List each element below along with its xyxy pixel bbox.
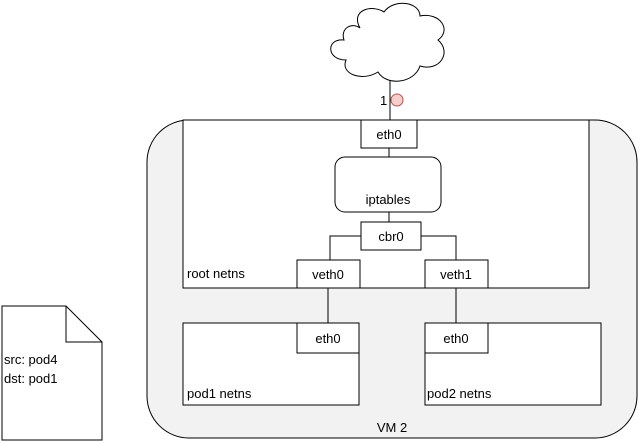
cloud-icon: [330, 2, 445, 82]
packet-marker: [390, 93, 404, 107]
cbr0-box: [360, 221, 422, 251]
veth1-label: veth1: [440, 267, 472, 282]
pod2-eth0-label: eth0: [443, 331, 468, 346]
iptables-label: iptables: [366, 192, 411, 207]
root-netns-label: root netns: [187, 266, 245, 281]
cbr0-veth0-line: [329, 235, 361, 260]
pod1-eth0-label: eth0: [315, 331, 340, 346]
packet-marker-label: 1: [380, 93, 387, 108]
packet-dst-label: dst: pod1: [4, 371, 58, 386]
pod1-netns-label: pod1 netns: [187, 386, 252, 401]
veth1-box: [424, 259, 489, 289]
pod2-netns-label: pod2 netns: [427, 386, 492, 401]
pod2-eth0-box: [424, 322, 489, 354]
veth0-label: veth0: [312, 267, 344, 282]
iptables-box: [334, 156, 442, 213]
packet-document-icon: [1, 305, 103, 441]
vm-label: VM 2: [377, 420, 407, 435]
veth0-box: [296, 259, 361, 289]
cbr0-veth1-line: [421, 235, 457, 260]
cbr0-label: cbr0: [378, 229, 403, 244]
pod1-eth0-box: [296, 322, 360, 354]
root-eth0-label: eth0: [376, 127, 401, 142]
packet-src-label: src: pod4: [4, 352, 57, 367]
